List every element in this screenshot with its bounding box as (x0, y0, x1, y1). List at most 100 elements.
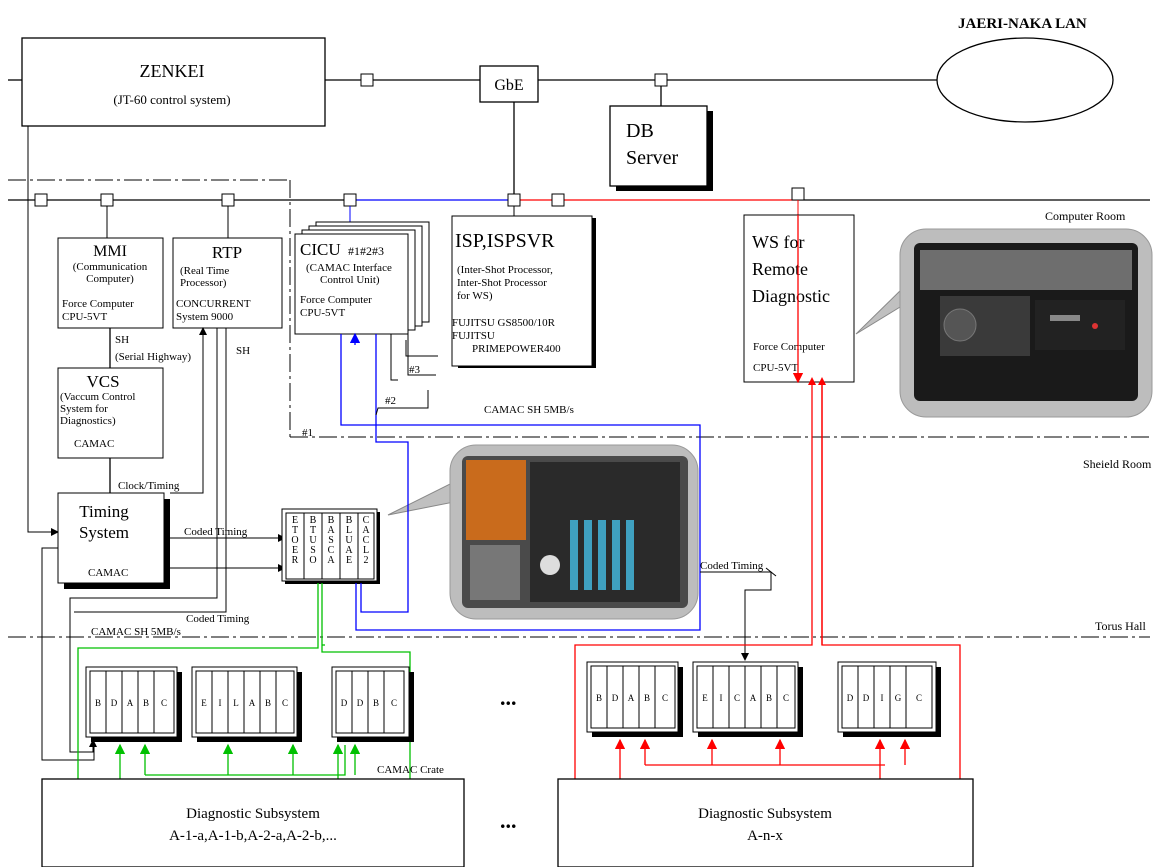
subsystem-right-sub: A-n-x (747, 828, 783, 844)
mmi-hw2: CPU-5VT (62, 311, 108, 323)
diagnostic-subsystem-left: Diagnostic Subsystem A-1-a,A-1-b,A-2-a,A… (42, 779, 464, 867)
ws-hw2: CPU-5VT (753, 362, 799, 374)
timing-system-box: Timing System CAMAC (58, 493, 170, 589)
shield-room-photo (388, 445, 698, 619)
svg-text:A: A (628, 693, 635, 703)
subsystem-left-title: Diagnostic Subsystem (186, 806, 320, 822)
svg-text:D: D (111, 698, 118, 708)
ellipsis-top: ... (500, 685, 517, 710)
db-server-box: DB Server (610, 106, 713, 191)
svg-text:C: C (161, 698, 167, 708)
clock-timing-label: Clock/Timing (118, 480, 180, 492)
torus-hall-label: Torus Hall (1095, 619, 1146, 633)
svg-text:I: I (720, 693, 723, 703)
camac-crate-left-1: B D A B C (86, 667, 182, 742)
isp-sub3: for WS) (457, 290, 493, 302)
vcs-sub2: System for (60, 403, 108, 415)
mmi-sub2: Computer) (86, 273, 134, 285)
computer-room-label: Computer Room (1045, 209, 1126, 223)
coded-timing-3: Coded Timing (186, 613, 250, 625)
subsystem-right-title: Diagnostic Subsystem (698, 806, 832, 822)
rtp-hw2: System 9000 (176, 311, 234, 323)
ellipsis-bottom: ... (500, 808, 517, 833)
serial-highway-label: (Serial Highway) (115, 351, 191, 363)
mmi-sub1: (Communication (73, 261, 148, 273)
link-2: #2 (385, 395, 396, 407)
ws-line2: Remote (752, 259, 808, 279)
svg-text:C: C (662, 693, 668, 703)
svg-text:B: B (644, 693, 650, 703)
isp-hw3: PRIMEPOWER400 (472, 343, 561, 355)
camac-sh-1: CAMAC SH 5MB/s (484, 404, 574, 416)
svg-text:L: L (233, 698, 239, 708)
camac-crate-right-2: E I C A B C (693, 662, 803, 737)
svg-text:A: A (750, 693, 757, 703)
cicu-hw2: CPU-5VT (300, 307, 346, 319)
cicu-box: CICU #1#2#3 (CAMAC Interface Control Uni… (295, 222, 429, 334)
isp-sub1: (Inter-Shot Processor, (457, 264, 553, 276)
svg-text:B: B (766, 693, 772, 703)
camac-crate-left-3: D D B C (332, 667, 414, 742)
ws-box: WS for Remote Diagnostic Force Computer … (744, 215, 854, 382)
zenkei-title: ZENKEI (140, 61, 205, 81)
svg-text:B: B (95, 698, 101, 708)
sh-label: SH (115, 334, 129, 346)
zenkei-subtitle: (JT-60 control system) (113, 92, 230, 107)
camac-sh-2: CAMAC SH 5MB/s (91, 626, 181, 638)
coded-timing-2: Coded Timing (700, 560, 764, 572)
ws-line3: Diagnostic (752, 286, 830, 306)
svg-text:B: B (265, 698, 271, 708)
timing-hw: CAMAC (88, 567, 128, 579)
vcs-box: VCS (Vaccum Control System for Diagnosti… (58, 368, 163, 458)
svg-text:D: D (847, 693, 854, 703)
vcs-sub1: (Vaccum Control (60, 391, 135, 403)
svg-text:I: I (881, 693, 884, 703)
cicu-sub1: (CAMAC Interface (306, 262, 392, 274)
cicu-units: #1#2#3 (348, 244, 384, 258)
subsystem-left-sub: A-1-a,A-1-b,A-2-a,A-2-b,... (169, 828, 337, 844)
mmi-box: MMI (Communication Computer) Force Compu… (58, 238, 163, 328)
ws-hw1: Force Computer (753, 341, 825, 353)
rtp-sub1: (Real Time (180, 265, 229, 277)
svg-text:I: I (219, 698, 222, 708)
mmi-title: MMI (93, 243, 127, 260)
coded-timing-1: Coded Timing (184, 526, 248, 538)
rtp-box: RTP (Real Time Processor) CONCURRENT Sys… (173, 238, 282, 328)
svg-text:C: C (916, 693, 922, 703)
vcs-title: VCS (86, 372, 119, 391)
cicu-sub2: Control Unit) (320, 274, 380, 286)
svg-text:A: A (249, 698, 256, 708)
camac-crate-right-3: D D I G C (838, 662, 941, 737)
gbe-label: GbE (494, 77, 523, 94)
svg-text:C: C (391, 698, 397, 708)
rtp-title: RTP (212, 243, 242, 262)
svg-text:C: C (783, 693, 789, 703)
shield-room-label: Sheield Room (1083, 457, 1152, 471)
svg-text:D: D (357, 698, 364, 708)
svg-text:A: A (127, 698, 134, 708)
timing-line1: Timing (79, 502, 129, 521)
db-server-line1: DB (626, 120, 654, 142)
svg-text:D: D (863, 693, 870, 703)
svg-text:D: D (341, 698, 348, 708)
link-1: #1 (302, 427, 313, 439)
isp-box: ISP,ISPSVR (Inter-Shot Processor, Inter-… (452, 216, 596, 368)
zenkei-box: ZENKEI (JT-60 control system) (22, 38, 325, 126)
svg-text:C: C (734, 693, 740, 703)
svg-text:B: B (596, 693, 602, 703)
svg-text:E: E (702, 693, 708, 703)
rtp-hw1: CONCURRENT (176, 298, 251, 310)
svg-text:E: E (201, 698, 207, 708)
ws-line1: WS for (752, 232, 805, 252)
cicu-title: CICU (300, 240, 341, 259)
svg-text:G: G (895, 693, 902, 703)
vcs-hw: CAMAC (74, 438, 114, 450)
rtp-sub2: Processor) (180, 277, 227, 289)
svg-text:B: B (373, 698, 379, 708)
cicu-hw1: Force Computer (300, 294, 372, 306)
camac-crate-label: CAMAC Crate (377, 764, 444, 776)
isp-title: ISP,ISPSVR (455, 230, 555, 252)
isp-hw1: FUJITSU GS8500/10R (452, 317, 556, 329)
